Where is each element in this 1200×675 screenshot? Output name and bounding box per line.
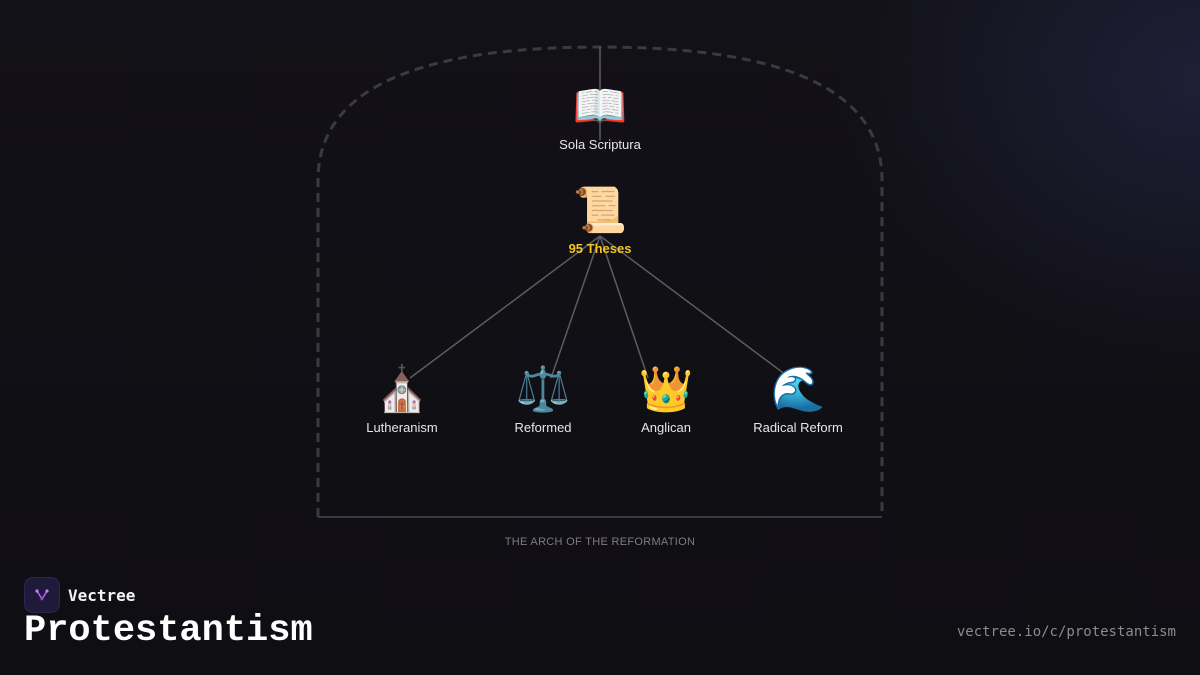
open-book-icon: 📖 [572, 81, 628, 132]
node-label: Anglican [641, 420, 691, 435]
node-label: 95 Theses [568, 241, 632, 256]
node-label: Reformed [514, 420, 572, 435]
edge-root-reformed [550, 235, 601, 379]
edge-root-radical-reform [599, 235, 791, 379]
wave-icon: 🌊 [770, 364, 826, 415]
node-sola-scriptura[interactable]: 📖 Sola Scriptura [520, 81, 680, 152]
node-reformed[interactable]: ⚖️ Reformed [463, 364, 623, 435]
scroll-icon: 📜 [572, 185, 628, 236]
node-radical-reform[interactable]: 🌊 Radical Reform [718, 364, 878, 435]
diagram-caption: THE ARCH OF THE REFORMATION [504, 536, 696, 548]
node-label: Radical Reform [753, 420, 843, 435]
node-95-theses[interactable]: 📜 95 Theses [520, 185, 680, 256]
edge-root-lutheranism [409, 235, 601, 379]
node-label: Lutheranism [366, 420, 438, 435]
node-lutheranism[interactable]: ⛪ Lutheranism [322, 364, 482, 435]
church-icon: ⛪ [374, 364, 430, 415]
node-label: Sola Scriptura [559, 137, 641, 152]
page-title: Protestantism [24, 610, 313, 652]
scales-icon: ⚖️ [515, 364, 571, 415]
crown-icon: 👑 [638, 364, 694, 415]
vectree-logo-icon [24, 577, 60, 613]
edge-root-anglican [599, 235, 649, 379]
brand[interactable]: Vectree [24, 577, 135, 613]
brand-name: Vectree [68, 585, 136, 605]
node-anglican[interactable]: 👑 Anglican [586, 364, 746, 435]
page-url[interactable]: vectree.io/c/protestantism [956, 624, 1176, 640]
